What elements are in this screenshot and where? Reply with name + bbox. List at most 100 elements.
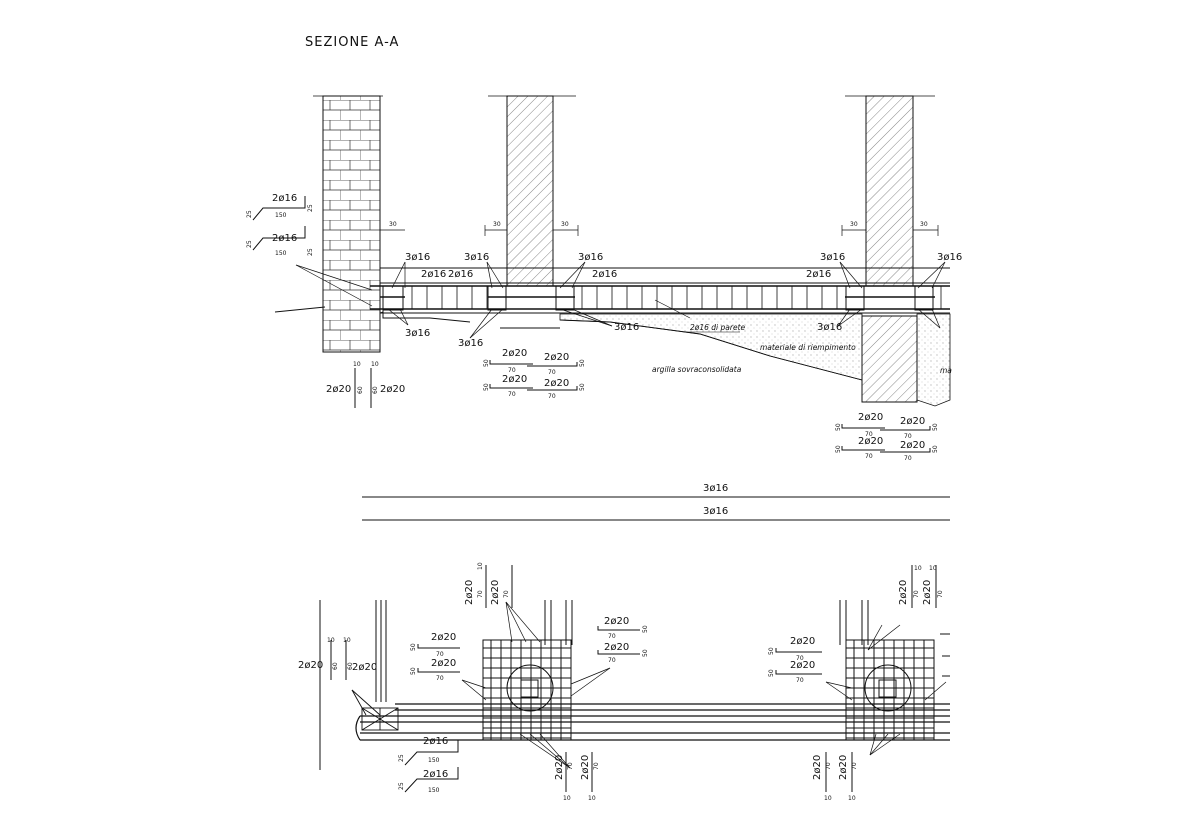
- label-2d20-r2: 2ø20: [900, 416, 925, 427]
- dim-70-c2: 70: [548, 369, 556, 376]
- dim-10-v4: 10: [588, 795, 596, 802]
- label-2d20-p2: 2ø20: [431, 658, 456, 669]
- dimension-ticks-30: [379, 225, 939, 236]
- dim-25-top-3: 25: [246, 240, 253, 248]
- plan-vertical-2d20-c: [911, 565, 937, 608]
- dim-150-top-2: 150: [275, 250, 287, 257]
- plan-vertical-2d20-b: [565, 752, 593, 792]
- dim-70-c4: 70: [548, 393, 556, 400]
- label-2d16-top-1: 2ø16: [272, 193, 297, 204]
- upper-leader-lines: [295, 261, 946, 339]
- center-2d20-details: [489, 360, 578, 391]
- drawing-title: SEZIONE A-A: [305, 35, 399, 50]
- label-2d20-c4: 2ø20: [544, 378, 569, 389]
- column-right-base: [861, 315, 918, 403]
- dim-150-bottom-1: 150: [428, 757, 440, 764]
- dim-10-v6: 10: [929, 565, 937, 572]
- dim-70-p2: 70: [436, 675, 444, 682]
- plan-left-end: [351, 689, 399, 731]
- label-2d16-bottom-2: 2ø16: [423, 769, 448, 780]
- column-right: [865, 95, 914, 287]
- beam-cages: [382, 285, 934, 323]
- dim-70-p6: 70: [796, 677, 804, 684]
- label-2d20-p1: 2ø20: [431, 632, 456, 643]
- plan-right-marks: [940, 633, 950, 677]
- label-3d16-long-2: 3ø16: [703, 506, 728, 517]
- label-2d16-a: 2ø16: [421, 269, 446, 280]
- dim-70-r2: 70: [904, 433, 912, 440]
- dim-25-bottom-1: 25: [398, 754, 405, 762]
- dim-60-plan-b: 60: [347, 662, 354, 670]
- dim-70-v7: 70: [825, 762, 832, 770]
- dim-150-top-1: 150: [275, 212, 287, 219]
- dim-50-c2: 50: [579, 359, 586, 367]
- dim-50-r2: 50: [932, 423, 939, 431]
- plan-vertical-2d20-d: [825, 752, 853, 792]
- label-3d16-b: 3ø16: [464, 252, 489, 263]
- lower-leader-lines: [461, 601, 947, 769]
- dim-10-v5: 10: [914, 565, 922, 572]
- label-2d20-wall-a: 2ø20: [326, 384, 351, 395]
- label-3d16-e: 3ø16: [937, 252, 962, 263]
- dim-50-p5: 50: [768, 647, 775, 655]
- dim-70-v5: 70: [913, 590, 920, 598]
- dim-70-r4: 70: [904, 455, 912, 462]
- dim-70-c1: 70: [508, 367, 516, 374]
- label-2d20-v4: 2ø20: [580, 755, 591, 780]
- dim-70-v8: 70: [851, 762, 858, 770]
- dim-10-wall-a: 10: [353, 361, 361, 368]
- label-2d20-v1: 2ø20: [464, 580, 475, 605]
- dim-70-p5: 70: [796, 655, 804, 662]
- dim-10-v7: 10: [824, 795, 832, 802]
- dim-70-v6: 70: [937, 590, 944, 598]
- dim-50-r1: 50: [835, 423, 842, 431]
- label-3d16-f: 3ø16: [405, 328, 430, 339]
- column-grid-center: [482, 639, 572, 741]
- wall-2d20-detail: [354, 368, 372, 408]
- dim-30-1: 30: [389, 221, 397, 228]
- dim-25-top-2: 25: [307, 204, 314, 212]
- label-3d16-a: 3ø16: [405, 252, 430, 263]
- plan-vertical-2d20-a: [485, 565, 513, 608]
- label-2d20-v7: 2ø20: [812, 755, 823, 780]
- label-2d20-wall-b: 2ø20: [380, 384, 405, 395]
- slab-stirrups: [411, 286, 942, 309]
- label-2d20-p3: 2ø20: [604, 616, 629, 627]
- dim-10-v8: 10: [848, 795, 856, 802]
- label-3d16-c: 3ø16: [578, 252, 603, 263]
- label-2d20-plan-a: 2ø20: [298, 660, 323, 671]
- dim-50-p3: 50: [642, 625, 649, 633]
- dim-60-wall-a: 60: [357, 386, 364, 394]
- dim-10-v3: 10: [563, 795, 571, 802]
- brick-wall: [322, 95, 381, 353]
- dim-60-plan-a: 60: [332, 662, 339, 670]
- dim-30-4: 30: [850, 221, 858, 228]
- dim-70-v3: 70: [567, 762, 574, 770]
- bent-bar-details-bottom: [404, 740, 459, 793]
- dim-10-wall-b: 10: [371, 361, 379, 368]
- label-2d20-r3: 2ø20: [858, 436, 883, 447]
- fill-material-right: [916, 313, 951, 407]
- label-3d16-d: 3ø16: [820, 252, 845, 263]
- label-2d16-wall: 2ø16 di parete: [690, 323, 746, 332]
- dim-30-2: 30: [493, 221, 501, 228]
- dim-50-r3: 50: [835, 445, 842, 453]
- label-2d20-v3: 2ø20: [554, 755, 565, 780]
- dim-10-plan-a: 10: [327, 637, 335, 644]
- dim-25-top-1: 25: [246, 210, 253, 218]
- right-2d20-details: [841, 424, 931, 453]
- dim-60-wall-b: 60: [372, 386, 379, 394]
- dim-10-plan-b: 10: [343, 637, 351, 644]
- dim-30-5: 30: [920, 221, 928, 228]
- dim-70-r3: 70: [865, 453, 873, 460]
- note-fill-cut: ma: [940, 366, 952, 375]
- plan-beam: [355, 703, 950, 741]
- slab-outline: [380, 267, 950, 329]
- label-2d16-b: 2ø16: [448, 269, 473, 280]
- dim-70-p1: 70: [436, 651, 444, 658]
- dim-50-r4: 50: [932, 445, 939, 453]
- label-2d20-c3: 2ø20: [502, 374, 527, 385]
- dim-70-v1: 70: [477, 590, 484, 598]
- label-3d16-h: 3ø16: [614, 322, 639, 333]
